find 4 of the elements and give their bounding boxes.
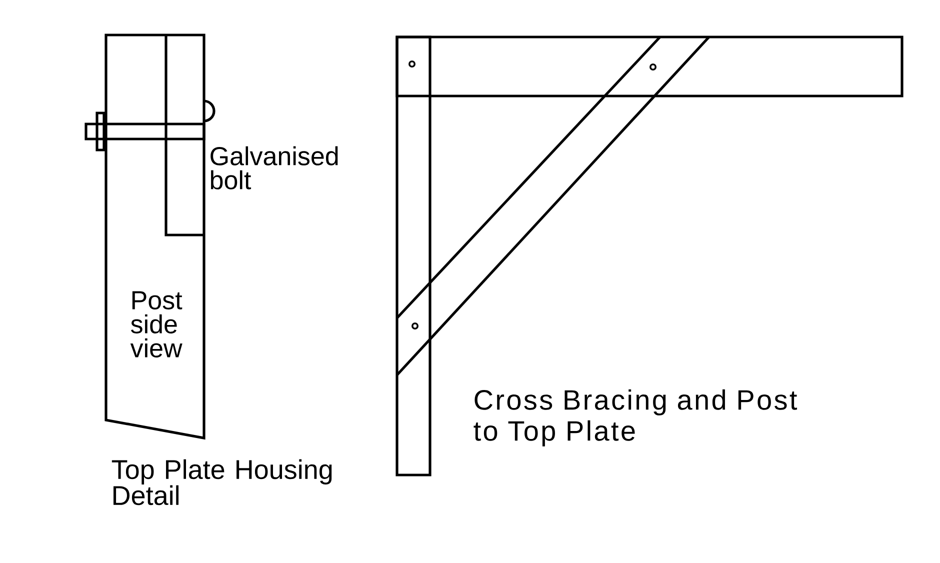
- caption-text: Galvanised bolt: [210, 146, 338, 190]
- caption-text: Cross Bracing and Post to Top Plate: [474, 389, 798, 446]
- caption-text: Post side view: [130, 291, 182, 358]
- caption-text: Top Plate Housing Detail: [112, 459, 332, 506]
